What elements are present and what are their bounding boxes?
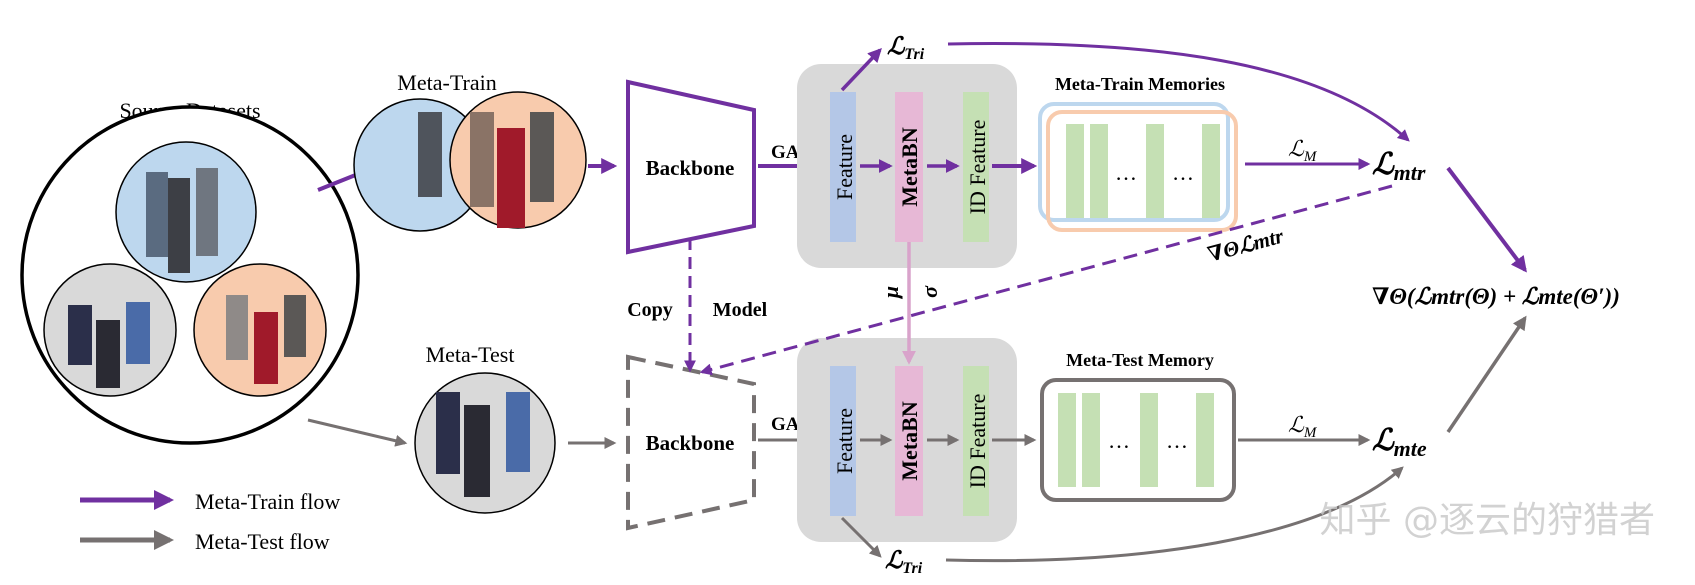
memory-train-orange	[1046, 110, 1238, 232]
backbone-train	[626, 79, 756, 255]
lmte-label: ℒmte	[1372, 424, 1427, 461]
backbone-test-label: Backbone	[646, 431, 735, 455]
ltri-train-label: ℒTri	[887, 34, 925, 63]
arrow-grad-mtr	[699, 184, 1393, 376]
model-label: Model	[713, 299, 768, 321]
memory-test-ellipsis-1: …	[1108, 428, 1130, 453]
memory-test-ellipsis-2: …	[1166, 428, 1188, 453]
arrow-feature-ltri-train	[840, 47, 882, 92]
arrow-source-to-metatest	[307, 418, 408, 447]
metabn-test-label: MetaBN	[897, 401, 922, 481]
metabn-block-test	[895, 366, 923, 516]
arrow-ltri-train-to-lmtr	[947, 42, 1410, 142]
metabn-block-train	[895, 92, 923, 242]
meta-train-memories-label: Meta-Train Memories	[1055, 74, 1225, 94]
meta-test-label: Meta-Test	[426, 342, 515, 367]
lm-train-label: ℒM	[1288, 136, 1318, 165]
watermark: 知乎 @逐云的狩猎者	[1320, 500, 1655, 541]
id-feature-test-label: ID Feature	[965, 394, 990, 489]
source-subset-blue	[115, 141, 257, 283]
arrow-lmte-to-total	[1446, 315, 1527, 433]
arrow-ltri-test-to-lmte	[945, 466, 1404, 563]
memory-train-ellipsis-1: …	[1115, 160, 1137, 185]
memory-train-blue	[1038, 102, 1230, 222]
meta-train-label: Meta-Train	[397, 70, 496, 95]
backbone-train-label: Backbone	[646, 156, 735, 180]
id-feature-train-label: ID Feature	[965, 120, 990, 215]
copy-label: Copy	[627, 299, 673, 321]
source-subset-orange	[193, 263, 327, 397]
memory-train-bars	[1066, 124, 1220, 218]
arrow-lmtr-to-total	[1446, 166, 1527, 273]
memory-test-bars	[1058, 393, 1214, 487]
meta-test-memory-label: Meta-Test Memory	[1066, 350, 1214, 370]
meta-test-input-images	[414, 372, 556, 514]
grad-total-label: ∇Θ(ℒmtr(Θ) + ℒmte(Θ′))	[1372, 284, 1620, 309]
legend-test-label: Meta-Test flow	[195, 529, 330, 554]
metabn-train-label: MetaBN	[897, 127, 922, 207]
feature-block-train	[830, 92, 856, 242]
lm-test-label: ℒM	[1288, 412, 1318, 441]
feature-test-label: Feature	[832, 408, 857, 474]
legend-train-label: Meta-Train flow	[195, 489, 340, 514]
arrow-feature-ltri-test	[840, 516, 882, 558]
memory-train-ellipsis-2: …	[1172, 160, 1194, 185]
id-feature-block-train	[963, 92, 989, 242]
lmtr-label: ℒmtr	[1372, 148, 1426, 185]
mu-label: μ	[878, 286, 903, 299]
source-subset-gray	[43, 263, 177, 397]
sigma-label: σ	[917, 285, 942, 298]
ltri-test-label: ℒTri	[885, 548, 923, 577]
feature-train-label: Feature	[832, 134, 857, 200]
feature-block-test	[830, 366, 856, 516]
id-feature-block-test	[963, 366, 989, 516]
meta-train-input-images	[353, 91, 587, 232]
